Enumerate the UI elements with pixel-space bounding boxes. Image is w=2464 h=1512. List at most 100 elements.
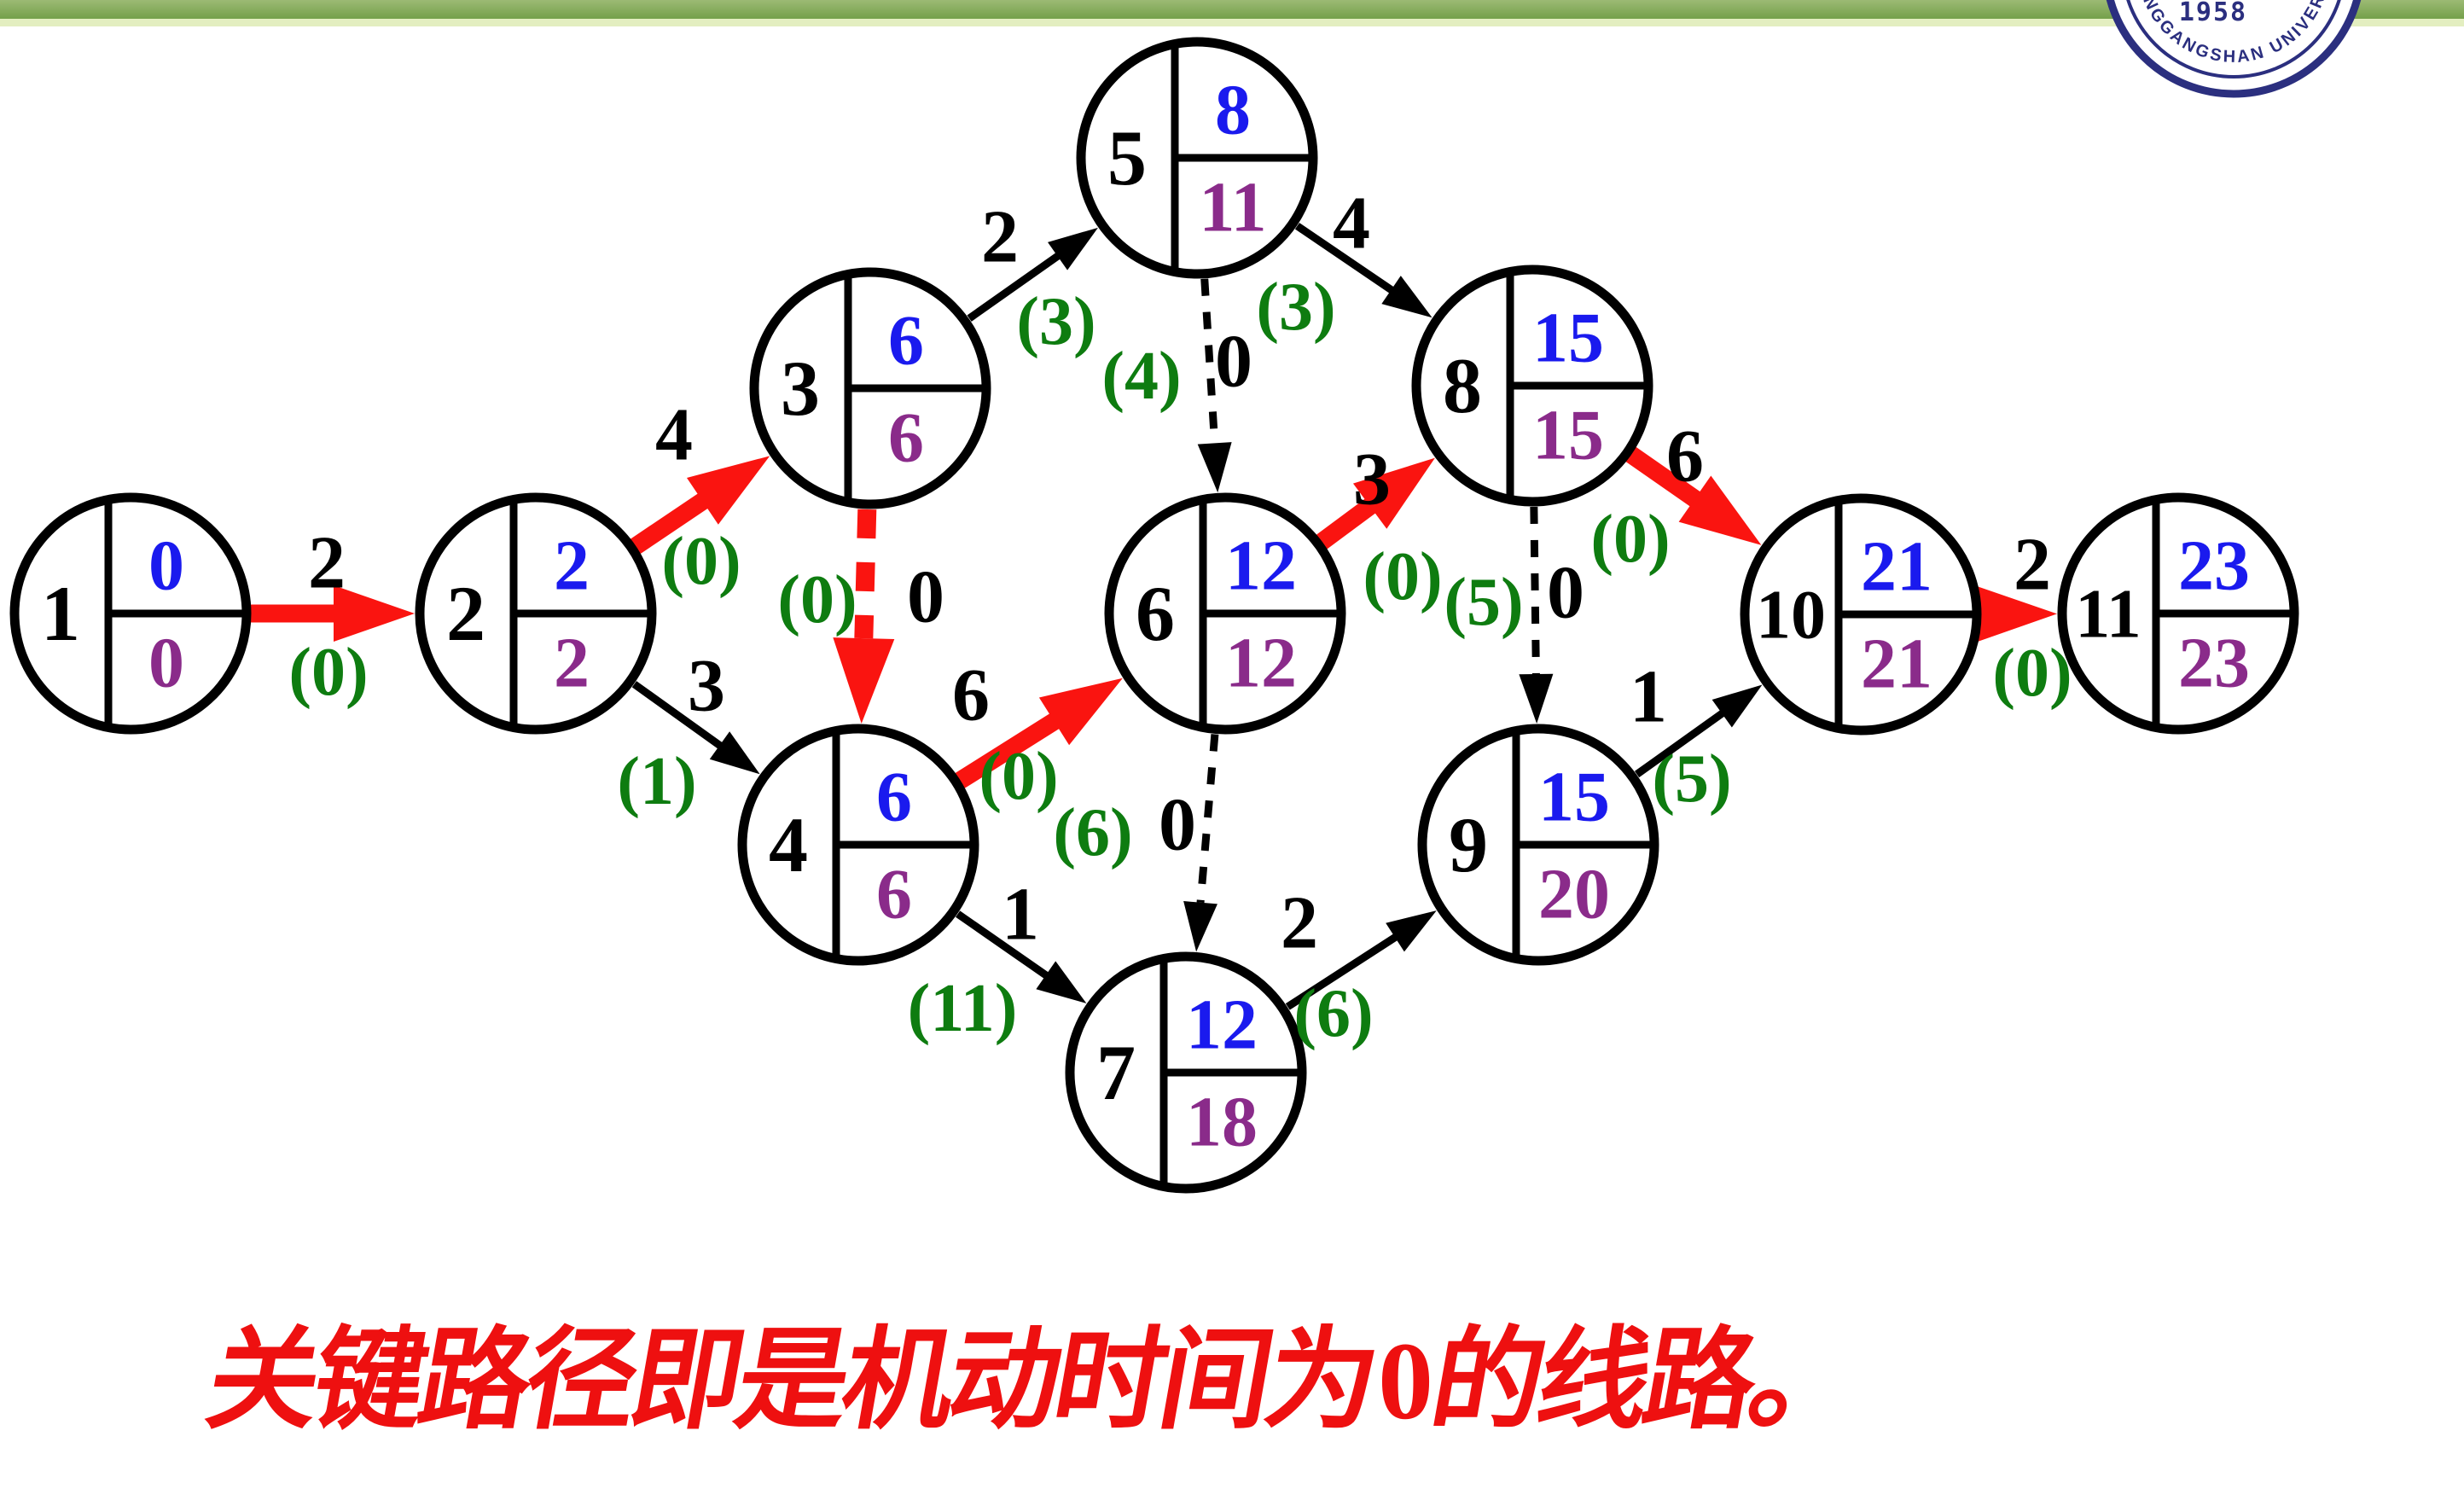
edge-3-4-arrowhead [833, 637, 895, 724]
caption-text-part2: 的线路。 [1422, 1320, 1868, 1443]
edge-8-10-slack-label: (0) [1590, 502, 1670, 577]
edge-2-4 [631, 681, 760, 775]
edge-4-7-arrowhead [1036, 961, 1087, 1003]
header-bar-main [0, 0, 2464, 19]
edge-7-9-line [1285, 928, 1406, 1010]
node-10-early-time: 21 [1861, 527, 1932, 607]
edge-10-11-duration-label: 2 [2014, 524, 2051, 607]
edge-8-10-line [1623, 445, 1712, 514]
edge-3-5-slack-label: (3) [1016, 284, 1095, 359]
edge-4-6-slack-label: (0) [979, 739, 1058, 814]
node-4-early-time: 6 [876, 758, 912, 837]
edge-3-4-line [854, 509, 877, 639]
edge-6-7-arrowhead [1183, 901, 1217, 952]
node-10-number: 10 [1756, 576, 1826, 654]
node-4: 46 6 [737, 724, 979, 966]
edge-6-8-arrowhead [1352, 457, 1435, 529]
node-6-late-time: 12 [1225, 624, 1297, 703]
node-11: 11 23 23 [2057, 492, 2299, 735]
node-6-early-time: 12 [1225, 526, 1297, 606]
edge-7-9-slack-label: (6) [1293, 976, 1373, 1051]
node-4-number: 4 [769, 801, 808, 888]
node-9-late-time: 20 [1538, 855, 1610, 934]
edge-1-2-arrowhead [334, 585, 415, 642]
edge-8-9-arrowhead [1519, 673, 1554, 724]
edge-6-8-duration-label: 3 [1353, 439, 1391, 521]
edge-4-6-arrowhead [1038, 677, 1123, 746]
node-4-late-time: 6 [876, 855, 912, 934]
node-3-late-time: 6 [888, 398, 924, 478]
edge-3-5 [967, 227, 1098, 322]
edge-5-8-arrowhead [1381, 276, 1432, 318]
node-9-number: 9 [1449, 801, 1488, 888]
edge-2-3-slack-label: (0) [661, 524, 741, 599]
edge-4-7-line [956, 910, 1057, 985]
node-10-late-time: 21 [1861, 625, 1932, 704]
node-1-number: 1 [41, 570, 80, 657]
node-11-late-time: 23 [2178, 624, 2250, 703]
edge-2-3-duration-label: 4 [655, 394, 693, 477]
edge-4-7-slack-label: (11) [908, 971, 1018, 1046]
edge-4-6-line [951, 707, 1072, 789]
node-3-early-time: 6 [888, 301, 924, 381]
logo-outer-ring [2106, 0, 2362, 98]
edge-5-8-slack-label: (3) [1256, 270, 1335, 345]
logo-year: 1958 [2179, 0, 2247, 27]
header-bar-strip [0, 19, 2464, 26]
edge-6-8 [1313, 457, 1435, 550]
node-3: 366 [749, 267, 991, 509]
edge-7-9-duration-label: 2 [1281, 882, 1318, 965]
edge-8-9-duration-label: 0 [1547, 552, 1584, 635]
node-11-early-time: 23 [2178, 526, 2250, 606]
edge-3-5-duration-label: 2 [981, 196, 1019, 279]
node-7-late-time: 18 [1186, 1083, 1258, 1162]
edge-9-10-duration-label: 1 [1630, 656, 1667, 739]
edge-1-2 [242, 585, 415, 642]
edge-4-7 [956, 910, 1087, 1003]
edge-2-3-line [627, 486, 720, 555]
edge-3-4-duration-label: 0 [907, 556, 944, 639]
edge-6-7 [1183, 734, 1219, 952]
edge-8-10 [1623, 445, 1762, 545]
edge-10-11 [1973, 585, 2058, 643]
edge-5-6-line [1200, 278, 1219, 444]
edge-3-5-arrowhead [1048, 227, 1098, 270]
node-2-number: 2 [446, 570, 485, 657]
node-1: 10 0 [9, 492, 252, 735]
node-7-number: 7 [1096, 1029, 1136, 1116]
edge-2-3-arrowhead [686, 456, 770, 525]
node-2-late-time: 2 [554, 624, 590, 703]
university-logo: INGGANGSHAN UNIVERSIT 1958 [2058, 0, 2362, 98]
edge-4-6-duration-label: 6 [952, 654, 990, 737]
node-5: 58 11 [1076, 37, 1318, 279]
node-8-late-time: 15 [1532, 396, 1604, 475]
edge-5-6 [1197, 278, 1232, 493]
caption-text-part1: 关键路径即是机动时间为 [198, 1320, 1384, 1443]
node-5-late-time: 11 [1199, 168, 1266, 247]
edge-labels-layer: 2(0)4(0)3(1)0(0)2(3)0(4)4(3)6(0)1(11)3(0… [288, 183, 2072, 1052]
node-1-late-time: 0 [148, 624, 184, 703]
edge-8-9-line [1530, 506, 1540, 675]
caption-zero-digit: 0 [1378, 1320, 1433, 1443]
node-5-early-time: 8 [1215, 71, 1251, 150]
edge-8-9 [1519, 506, 1554, 724]
edge-1-2-slack-label: (0) [288, 635, 368, 710]
edge-3-4 [833, 509, 895, 724]
caption: 关键路径即是机动时间为0的线路。 [198, 1320, 1867, 1443]
edge-5-6-duration-label: 0 [1215, 321, 1252, 404]
node-1-early-time: 0 [148, 526, 184, 606]
node-6: 6 12 12 [1104, 492, 1346, 735]
edge-3-5-line [967, 247, 1068, 322]
node-6-number: 6 [1136, 570, 1175, 657]
edge-2-4-duration-label: 3 [688, 645, 725, 728]
node-11-number: 11 [2075, 575, 2141, 653]
edge-8-9-slack-label: (5) [1444, 565, 1523, 640]
edge-6-7-slack-label: (6) [1053, 795, 1132, 870]
node-5-number: 5 [1107, 114, 1147, 201]
edge-9-10-line [1634, 704, 1733, 778]
edge-6-8-slack-label: (0) [1363, 539, 1442, 614]
